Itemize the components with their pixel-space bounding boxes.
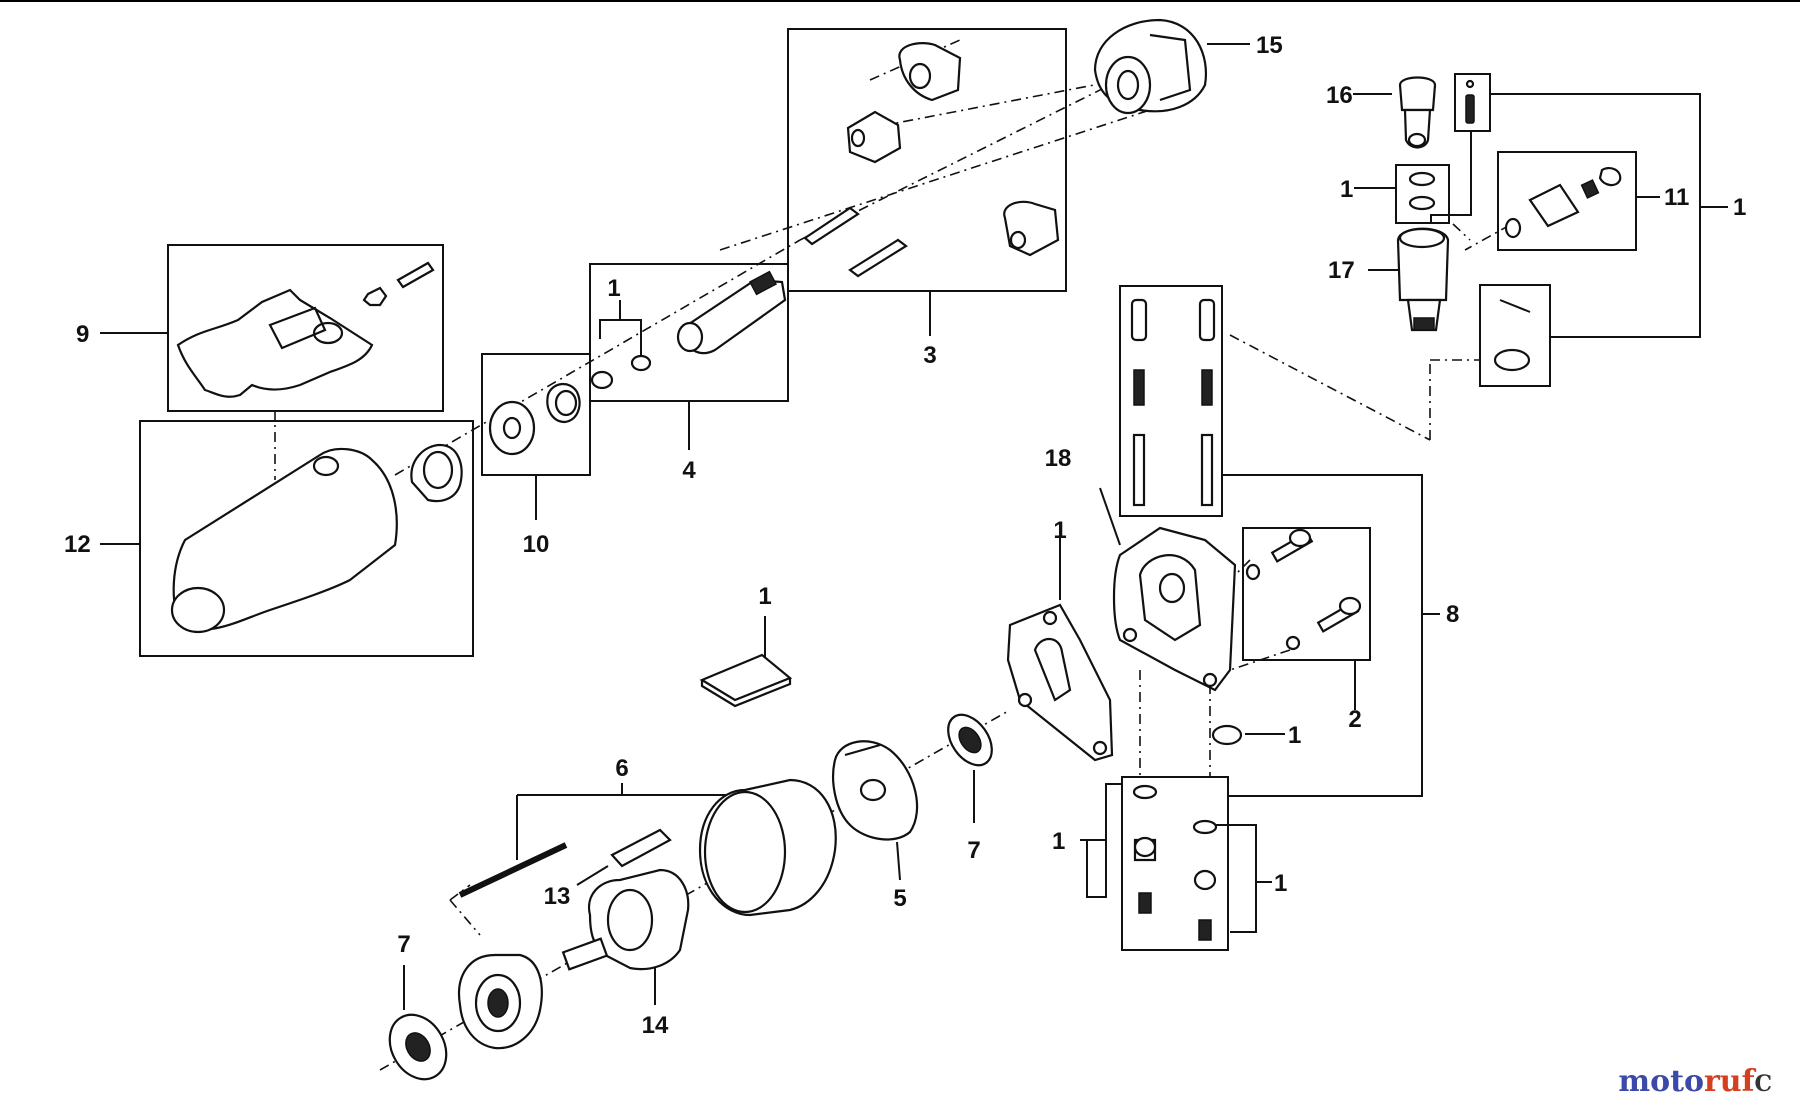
label-18: 18 <box>1045 445 1072 472</box>
box-pin-small <box>1454 73 1491 132</box>
label-1-valves-left: 1 <box>1052 828 1065 855</box>
part-6-pin <box>458 842 568 898</box>
part-9-cover-plate <box>176 288 374 398</box>
label-1-bracket-upper: 1 <box>607 275 620 302</box>
label-16: 16 <box>1326 82 1353 109</box>
label-5: 5 <box>893 885 906 912</box>
box-part-11 <box>1497 151 1637 251</box>
watermark-part1: moto <box>1618 1064 1704 1099</box>
box-part-3 <box>787 28 1067 292</box>
label-6: 6 <box>615 755 628 782</box>
gasket-plate <box>1006 603 1114 762</box>
box-part-2 <box>1242 527 1371 661</box>
label-9: 9 <box>76 321 89 348</box>
box-pins-upper <box>1119 285 1223 517</box>
part-16-regulator-knob <box>1398 76 1437 112</box>
label-1-plate: 1 <box>1053 517 1066 544</box>
part-12-housing <box>172 447 398 631</box>
label-15: 15 <box>1256 32 1283 59</box>
watermark-part2: ruf <box>1703 1064 1755 1099</box>
watermark-suffix: C <box>1754 1071 1772 1097</box>
label-7-lower: 7 <box>397 931 410 958</box>
label-1-valves-right: 1 <box>1274 870 1287 897</box>
label-12: 12 <box>64 531 91 558</box>
label-2: 2 <box>1348 706 1361 733</box>
box-part-12 <box>139 420 474 657</box>
box-oring-small <box>1395 164 1450 224</box>
label-4: 4 <box>682 457 696 484</box>
box-valves-lower <box>1121 776 1229 951</box>
label-1-oring-lower: 1 <box>1288 722 1301 749</box>
label-1-oring-left: 1 <box>1340 176 1353 203</box>
label-1-right: 1 <box>1733 194 1746 221</box>
label-3: 3 <box>923 342 936 369</box>
label-8: 8 <box>1446 601 1459 628</box>
cylinder <box>698 778 837 917</box>
part-18-back-plate <box>1112 526 1237 692</box>
top-border <box>0 0 1800 2</box>
watermark-logo: motorufC <box>1618 1064 1772 1099</box>
label-10: 10 <box>523 531 550 558</box>
label-1-pad: 1 <box>758 583 771 610</box>
label-14: 14 <box>642 1012 669 1039</box>
label-13: 13 <box>544 883 571 910</box>
label-17: 17 <box>1328 257 1355 284</box>
label-11: 11 <box>1664 184 1689 211</box>
box-seal-ring <box>1479 284 1551 387</box>
label-7-upper: 7 <box>967 837 980 864</box>
part-11-reverse-valve <box>1528 183 1580 228</box>
box-part-9 <box>167 244 444 412</box>
part-13-vane <box>610 828 672 868</box>
